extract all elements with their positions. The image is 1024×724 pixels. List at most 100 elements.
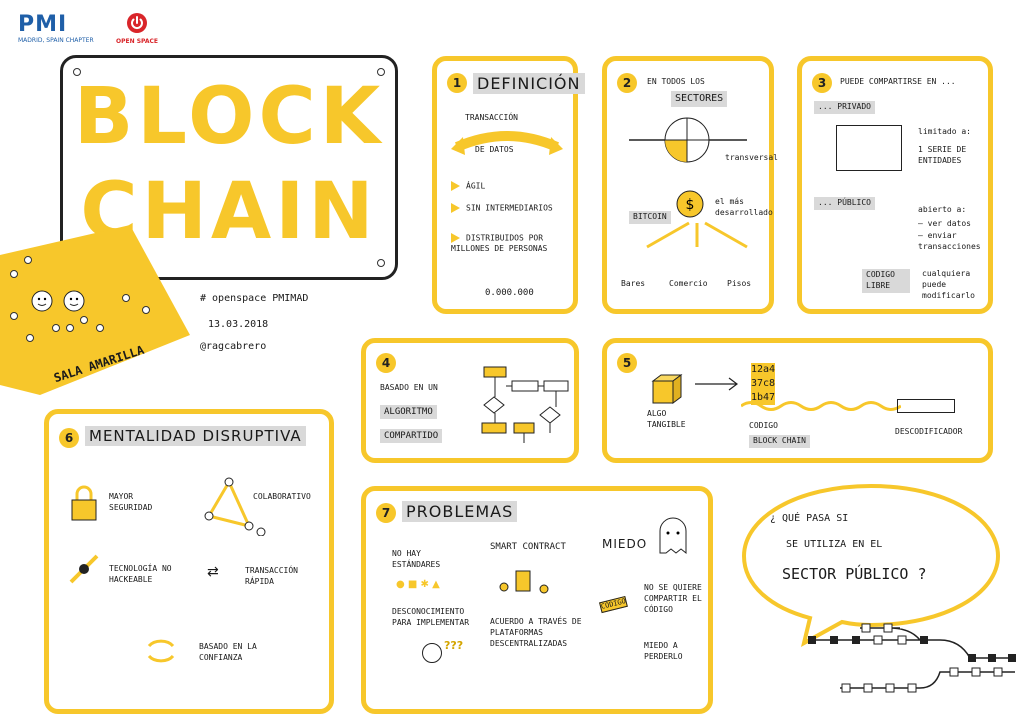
network-icon [204,477,266,536]
s6-item-confianza: BASADO EN LA CONFIANZA [199,642,257,662]
bubble-line2: SE UTILIZA EN EL [786,539,883,550]
s1-item-2: SIN INTERMEDIARIOS [451,203,576,214]
s2-intro: EN TODOS LOS [647,77,705,86]
section-4-card: 4 BASADO EN UN ALGORITMO COMPARTIDO [361,338,579,463]
section-6-title: MENTALIDAD DISRUPTIVA [85,426,306,446]
s2-label-comercio: Comercio [669,279,708,288]
contract-icon [499,570,549,594]
section-6-card: 6 MENTALIDAD DISRUPTIVA MAYOR SEGURIDAD … [44,409,334,714]
private-box-icon [836,125,902,171]
section-4-number: 4 [376,353,396,373]
openspace-logo: OPEN SPACE [112,12,162,45]
s7-miedo-desc: NO SE QUIERE COMPARTIR EL CÓDIGO [644,583,702,614]
section-3-card: 3 PUEDE COMPARTIRSE EN ... ... PRIVADO l… [797,56,993,314]
pmi-chapter-text: MADRID, SPAIN CHAPTER [18,37,94,44]
s5-decod: DESCODIFICADOR [895,427,963,436]
skull-crossed-icon [69,554,99,584]
swap-arrows-icon: ⇄ [207,564,219,580]
s5-codigo2: BLOCK CHAIN [749,435,810,448]
section-2-number: 2 [617,73,637,93]
s1-count: 0.000.000 [485,288,534,298]
s3-publico: ... PÚBLICO [814,197,875,210]
sector-arrows-icon [646,221,748,249]
s2-transversal: transversal [725,153,778,162]
confused-face-icon [422,643,442,663]
section-1-card: 1 DEFINICIÓN TRANSACCIÓN DE DATOS ÁGIL S… [432,56,585,314]
section-1-number: 1 [447,73,467,93]
section-3-number: 3 [812,73,832,93]
s1-arc-top: TRANSACCIÓN [465,113,518,122]
s4-line1: BASADO EN UN [380,383,438,392]
pmi-logo: PMI MADRID, SPAIN CHAPTER [18,12,108,44]
s6-item-seguridad: MAYOR SEGURIDAD [109,492,153,512]
face-icon [31,290,85,312]
s3-limitado: limitado a: [918,127,971,136]
pmi-logo-text: PMI [18,12,68,37]
s7-smart: SMART CONTRACT [490,542,566,552]
s3-abierto: abierto a: [918,205,967,214]
s1-item-1: ÁGIL [451,181,485,192]
room-shape [0,225,190,395]
event-handle: @ragcabrero [200,341,267,352]
s7-desconocimiento: DESCONOCIMIENTO PARA IMPLEMENTAR [392,607,470,627]
pie-wheel-icon [629,117,747,163]
s7-perderlo: MIEDO A PERDERLO [644,641,683,661]
section-6-number: 6 [59,428,79,448]
section-5-number: 5 [617,353,637,373]
section-7-card: 7 PROBLEMAS NO HAY ESTÁNDARES ● ■ ✱ ▲ DE… [361,486,713,714]
section-1-title: DEFINICIÓN [473,73,585,94]
s5-code-2: 37c8 [751,377,776,391]
event-hashtag: # openspace PMIMAD [200,293,309,304]
s4-line3: COMPARTIDO [380,429,443,444]
flowchart-icon [481,366,569,443]
s7-no-estandares: NO HAY ESTÁNDARES [392,549,441,569]
s7-question: ??? [444,639,464,652]
cube-icon [651,374,683,404]
s3-limitado-desc: 1 SERIE DE ENTIDADES [918,145,967,165]
section-7-number: 7 [376,503,396,523]
s3-cualquiera: cualquiera puede modificarlo [922,269,975,300]
padlock-icon [71,485,97,521]
s6-item-transaccion: TRANSACCIÓN RÁPIDA [245,566,298,586]
s4-line2: ALGORITMO [380,405,437,420]
circular-arrows-icon [147,639,175,663]
s3-intro: PUEDE COMPARTIRSE EN ... [840,77,956,86]
s5-algo: ALGO TANGIBLE [647,409,686,429]
event-date: 13.03.2018 [208,319,269,330]
bitcoin-icon: $ [676,190,704,218]
arrow-right-icon [695,377,738,391]
s6-item-colaborativo: COLABORATIVO [253,492,311,501]
arc-arrow-icon [451,131,563,155]
s3-privado: ... PRIVADO [814,101,875,114]
s7-sign: CÓDIGO [599,595,629,614]
power-icon [127,13,147,33]
bubble-line1: ¿ QUÉ PASA SI [770,513,849,524]
openspace-text: OPEN SPACE [115,38,159,45]
s7-miedo: MIEDO [602,537,648,551]
s2-bitcoin: BITCOIN [629,211,671,224]
s3-abierto-2: — enviar transacciones [918,231,981,251]
s1-item-3: DISTRIBUIDOS POR MILLONES DE PERSONAS [451,233,548,254]
chain-diagram [808,623,1016,693]
s6-item-tecnologia: TECNOLOGÍA NO HACKEABLE [109,564,172,584]
s3-codigo: CODIGO LIBRE [862,269,910,293]
shapes-icon: ● ■ ✱ ▲ [396,579,440,590]
speech-bubble-shape [741,483,1001,647]
bubble-line3: SECTOR PÚBLICO ? [782,565,927,583]
s2-title: SECTORES [671,91,728,107]
section-5-card: 5 ALGO TANGIBLE 12a4 37c8 1b47 CODIGO BL… [602,338,993,463]
s5-codigo: CODIGO [749,421,778,430]
s5-code-1: 12a4 [751,363,776,377]
s1-arc-bottom: DE DATOS [475,145,514,154]
section-2-card: 2 EN TODOS LOS SECTORES transversal $ BI… [602,56,778,314]
title-line1: BLOCK [73,72,385,162]
s7-acuerdo: ACUERDO A TRAVÉS DE PLATAFORMAS DESCENTR… [490,617,582,648]
s3-abierto-1: — ver datos [918,219,971,228]
svg-text:$: $ [686,197,695,213]
s2-label-pisos: Pisos [727,279,752,288]
decoder-icon [897,399,955,413]
s2-label-bares: Bares [621,279,646,288]
s5-code-3: 1b47 [751,391,776,405]
s2-desc: el más desarrollado [715,197,773,217]
section-7-title: PROBLEMAS [402,501,518,522]
